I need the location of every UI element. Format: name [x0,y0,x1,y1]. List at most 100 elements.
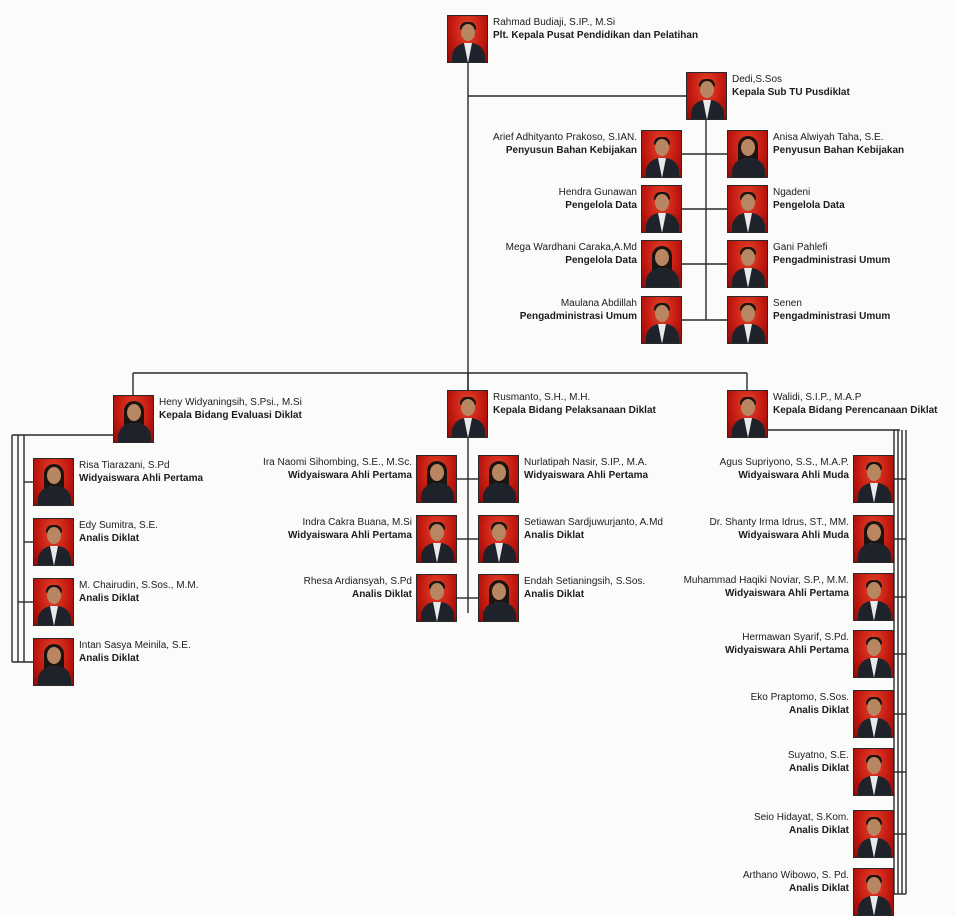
person-label: Agus Supriyono, S.S., M.A.P.Widyaiswara … [589,456,849,482]
person-photo-icon [853,690,894,738]
person-label: Suyatno, S.E. Analis Diklat [589,749,849,775]
person-title: Analis Diklat [524,530,585,541]
person-label: Edy Sumitra, S.E. Analis Diklat [79,519,339,545]
person-name: Edy Sumitra, S.E. [79,520,158,531]
person-name: Arief Adhityanto Prakoso, S.IAN. [493,132,637,143]
person-name: Ngadeni [773,187,811,198]
person-name: Muhammad Haqiki Noviar, S.P., M.M. [683,575,849,586]
person-name: Gani Pahlefi [773,242,828,253]
person-label: M. Chairudin, S.Sos., M.M. Analis Diklat [79,579,339,605]
person-photo-icon [727,390,768,438]
person-title: Pengelola Data [565,200,637,211]
person-name: Setiawan Sardjuwurjanto, A.Md [524,517,663,528]
person-photo-icon [33,458,74,506]
person-title: Analis Diklat [788,763,849,774]
person-label: Nurlatipah Nasir, S.IP., M.A.Widyaiswara… [524,456,784,482]
person-name: Anisa Alwiyah Taha, S.E. [773,132,884,143]
person-photo-icon [33,638,74,686]
person-title: Plt. Kepala Pusat Pendidikan dan Pelatih… [493,30,699,41]
person-photo-icon [416,515,457,563]
person-photo-icon [478,455,519,503]
person-photo-icon [478,574,519,622]
person-photo-icon [416,455,457,503]
person-label: Arthano Wibowo, S. Pd. Analis Diklat [589,869,849,895]
person-name: Heny Widyaningsih, S.Psi., M.Si [159,397,302,408]
person-name: Ira Naomi Sihombing, S.E., M.Sc. [263,457,412,468]
person-name: Dr. Shanty Irma Idrus, ST., MM. [709,517,849,528]
person-photo-icon [447,390,488,438]
person-name: Suyatno, S.E. [787,750,849,761]
person-name: M. Chairudin, S.Sos., M.M. [79,580,199,591]
person-title: Widyaiswara Ahli Muda [738,530,849,541]
person-name: Senen [773,298,802,309]
person-title: Penyusun Bahan Kebijakan [505,145,637,156]
person-title: Pengadministrasi Umum [773,255,891,266]
person-label: Seio Hidayat, S.Kom.Analis Diklat [589,811,849,837]
person-title: Kepala Bidang Evaluasi Diklat [159,410,302,421]
person-photo-icon [853,455,894,503]
person-label: Endah Setianingsih, S.Sos.Analis Diklat [524,575,784,601]
person-photo-icon [641,296,682,344]
person-name: Arthano Wibowo, S. Pd. [742,870,849,881]
person-title: Analis Diklat [788,883,849,894]
person-photo-icon [478,515,519,563]
person-name: Intan Sasya Meinila, S.E. [79,640,191,651]
person-title: Widyaiswara Ahli Muda [738,470,849,481]
person-title: Widyaiswara Ahli Pertama [724,645,849,656]
person-photo-icon [853,515,894,563]
person-title: Analis Diklat [351,589,412,600]
person-title: Kepala Bidang Perencanaan Diklat [773,405,938,416]
person-photo-icon [641,130,682,178]
person-name: Rahmad Budiaji, S.IP., M.Si [493,17,616,28]
person-photo-icon [727,130,768,178]
person-title: Analis Diklat [79,593,140,604]
person-name: Hermawan Syarif, S.Pd. [742,632,849,643]
person-photo-icon [33,518,74,566]
person-photo-icon [33,578,74,626]
person-photo-icon [686,72,727,120]
person-photo-icon [447,15,488,63]
person-name: Dedi,S.Sos [732,74,783,85]
person-title: Widyaiswara Ahli Pertama [287,530,412,541]
person-name: Maulana Abdillah [560,298,637,309]
person-label: Intan Sasya Meinila, S.E. Analis Diklat [79,639,339,665]
person-photo-icon [853,868,894,916]
person-title: Widyaiswara Ahli Pertama [79,473,204,484]
person-photo-icon [641,185,682,233]
person-name: Rhesa Ardiansyah, S.Pd [303,576,412,587]
person-name: Rusmanto, S.H., M.H. [493,392,591,403]
person-label: Anisa Alwiyah Taha, S.E.Penyusun Bahan K… [773,131,956,157]
person-name: Risa Tiarazani, S.Pd [79,460,170,471]
person-photo-icon [727,185,768,233]
person-photo-icon [113,395,154,443]
person-title: Pengelola Data [565,255,637,266]
person-photo-icon [853,573,894,621]
person-title: Analis Diklat [788,705,849,716]
person-photo-icon [416,574,457,622]
person-title: Analis Diklat [79,533,140,544]
person-name: Indra Cakra Buana, M.Si [302,517,413,528]
person-photo-icon [727,240,768,288]
person-photo-icon [853,630,894,678]
person-title: Analis Diklat [79,653,140,664]
person-name: Eko Praptomo, S.Sos. [750,692,849,703]
person-label: Eko Praptomo, S.Sos. Analis Diklat [589,691,849,717]
person-title: Pengelola Data [773,200,845,211]
person-label: Dr. Shanty Irma Idrus, ST., MM. Widyaiswa… [589,516,849,542]
person-name: Mega Wardhani Caraka,A.Md [505,242,637,253]
person-title: Pengadministrasi Umum [519,311,637,322]
person-photo-icon [641,240,682,288]
person-photo-icon [853,748,894,796]
